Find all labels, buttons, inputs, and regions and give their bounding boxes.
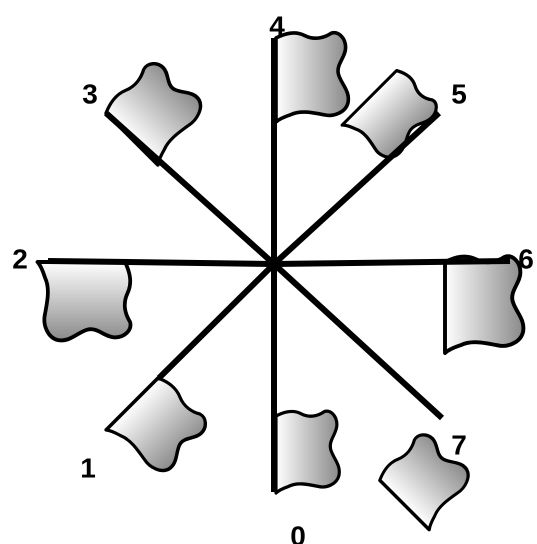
flag-shape-6 [445,256,523,353]
direction-label-0: 0 [290,520,306,544]
direction-label-1: 1 [80,452,96,483]
pole-1 [159,264,274,378]
flag-1 [106,375,212,481]
direction-label-6: 6 [518,243,534,274]
flag-2 [38,262,131,340]
direction-label-4: 4 [269,10,285,41]
pole-3 [106,113,274,264]
pole-6 [274,261,510,264]
pole-2 [48,261,274,264]
flag-4 [276,33,348,122]
pole-7 [274,264,442,418]
flag-shape-4 [276,33,348,122]
flag-shape-0 [276,411,339,493]
flag-3 [103,56,212,165]
flag-shape-3 [103,56,212,165]
direction-label-7: 7 [451,429,467,460]
direction-label-3: 3 [82,78,98,109]
direction-label-5: 5 [451,78,467,109]
pole-5 [274,113,439,264]
flag-0 [276,411,339,493]
flag-shape-2 [38,262,131,340]
direction-label-2: 2 [12,243,28,274]
flag-6 [445,256,523,353]
center-hub [267,257,281,271]
flag-shape-1 [106,375,212,481]
